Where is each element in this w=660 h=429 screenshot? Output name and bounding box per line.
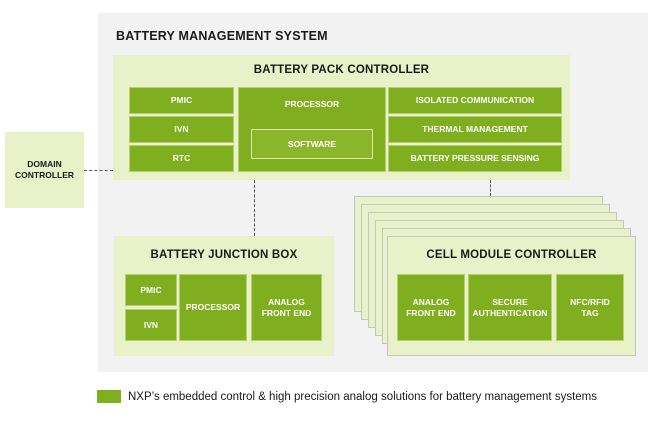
domain-controller: DOMAIN CONTROLLER <box>5 132 84 208</box>
legend-swatch <box>97 390 121 403</box>
junction-afe-line1: ANALOG <box>268 296 305 307</box>
junction-analog-front-end-block: ANALOG FRONT END <box>251 274 322 341</box>
pack-pmic-block: PMIC <box>129 87 234 114</box>
cell-nfc-rfid-tag-block: NFC/RFID TAG <box>556 274 624 341</box>
cell-afe-line1: ANALOG <box>412 296 450 307</box>
junction-processor-block: PROCESSOR <box>179 274 247 341</box>
junction-ivn-block: IVN <box>125 309 177 341</box>
pack-thermal-management-block: THERMAL MANAGEMENT <box>388 116 562 143</box>
pack-rtc-block: RTC <box>129 145 234 172</box>
domain-controller-label-line1: DOMAIN <box>27 159 62 169</box>
junction-pmic-block: PMIC <box>125 274 177 306</box>
pack-isolated-communication-block: ISOLATED COMMUNICATION <box>388 87 562 114</box>
battery-junction-box-title: BATTERY JUNCTION BOX <box>150 249 298 261</box>
legend-text: NXP’s embedded control & high precision … <box>128 391 597 403</box>
pack-processor-label: PROCESSOR <box>284 99 340 109</box>
connector-domain-to-pack <box>84 170 113 171</box>
cell-secure-line2: AUTHENTICATION <box>472 307 548 318</box>
cell-secure-authentication-block: SECURE AUTHENTICATION <box>468 274 552 341</box>
pack-software-block: SOFTWARE <box>251 129 373 159</box>
junction-afe-line2: FRONT END <box>261 307 312 318</box>
cell-secure-line1: SECURE <box>492 296 528 307</box>
pack-battery-pressure-sensing-block: BATTERY PRESSURE SENSING <box>388 145 562 172</box>
connector-pack-to-junction <box>254 180 255 236</box>
bms-title: BATTERY MANAGEMENT SYSTEM <box>116 29 328 43</box>
domain-controller-label-line2: CONTROLLER <box>14 170 75 180</box>
cell-nfc-line2: TAG <box>581 307 599 318</box>
cell-analog-front-end-block: ANALOG FRONT END <box>397 274 465 341</box>
pack-ivn-block: IVN <box>129 116 234 143</box>
cell-module-controller-title: CELL MODULE CONTROLLER <box>426 249 597 261</box>
cell-afe-line2: FRONT END <box>406 307 456 318</box>
battery-pack-controller-title: BATTERY PACK CONTROLLER <box>253 64 430 76</box>
connector-pack-to-cell <box>490 180 491 196</box>
cell-nfc-line1: NFC/RFID <box>570 296 610 307</box>
